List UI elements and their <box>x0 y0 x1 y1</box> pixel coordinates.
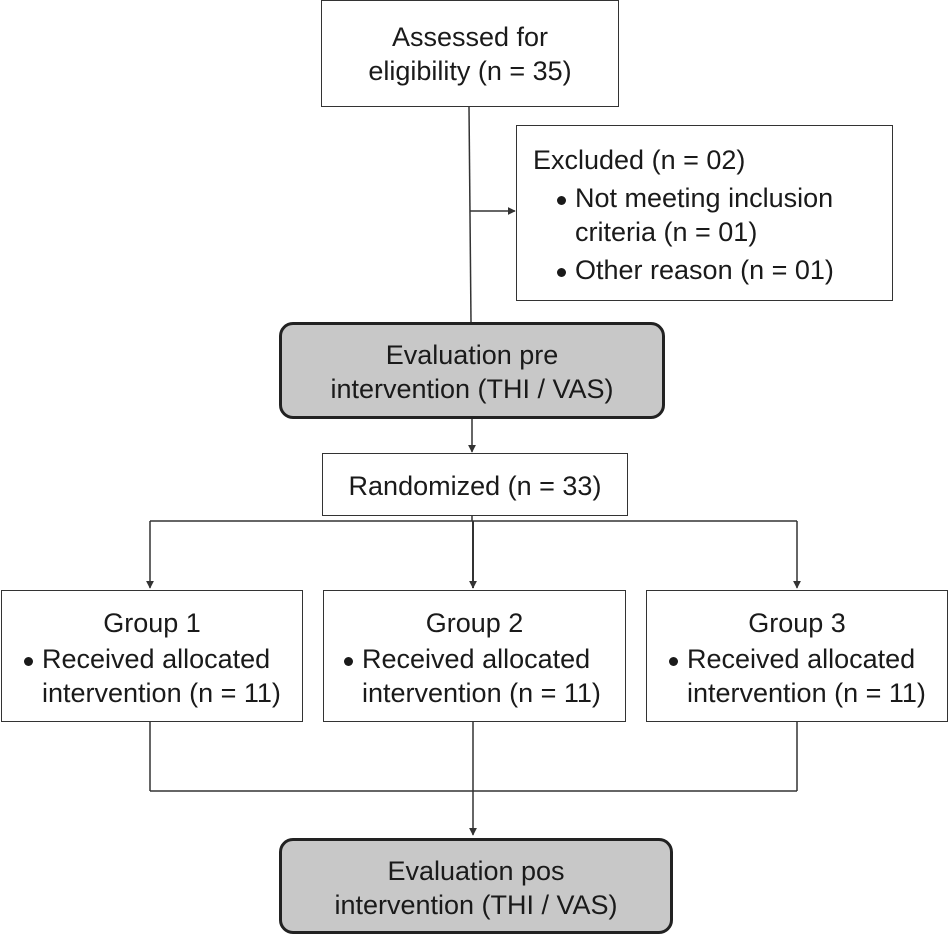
group-item-line2: intervention (n = 11) <box>687 678 926 708</box>
group-box-1: Group 1 Received allocated intervention … <box>1 590 303 722</box>
group-title: Group 2 <box>425 608 524 638</box>
excluded-item-line1: Other reason (n = 01) <box>575 255 834 285</box>
assessed-box: Assessed for eligibility (n = 35) <box>321 0 619 107</box>
group-title: Group 3 <box>748 608 846 638</box>
group-item-line2: intervention (n = 11) <box>42 678 281 708</box>
excluded-item: Other reason (n = 01) <box>553 253 892 287</box>
group-item-line1: Received allocated <box>42 644 271 674</box>
randomized-label: Randomized (n = 33) <box>348 471 602 501</box>
excluded-title: Excluded (n = 02) <box>533 145 746 175</box>
pre-evaluation-line1: Evaluation pre <box>385 340 559 370</box>
group-item-line2: intervention (n = 11) <box>362 678 601 708</box>
assessed-line1: Assessed for <box>391 22 549 52</box>
connector-assessed-to-pre <box>468 106 472 323</box>
bullet-icon <box>344 657 353 666</box>
bullet-icon <box>557 196 566 205</box>
excluded-item: Not meeting inclusion criteria (n = 01) <box>553 181 892 249</box>
group-box-2: Group 2 Received allocated intervention … <box>323 590 626 722</box>
randomized-box: Randomized (n = 33) <box>322 453 628 516</box>
pre-evaluation-box: Evaluation pre intervention (THI / VAS) <box>279 322 665 419</box>
group-item-line1: Received allocated <box>687 644 916 674</box>
group-item: Received allocated intervention (n = 11) <box>340 642 625 710</box>
bullet-icon <box>24 657 33 666</box>
excluded-item-line1: Not meeting inclusion <box>575 183 834 213</box>
post-evaluation-box: Evaluation pos intervention (THI / VAS) <box>279 838 673 934</box>
pre-evaluation-line2: intervention (THI / VAS) <box>330 374 614 404</box>
group-box-3: Group 3 Received allocated intervention … <box>646 590 948 722</box>
excluded-item-line2: criteria (n = 01) <box>575 217 758 247</box>
excluded-box: Excluded (n = 02) Not meeting inclusion … <box>516 125 893 301</box>
group-item: Received allocated intervention (n = 11) <box>20 642 302 710</box>
group-title: Group 1 <box>103 608 201 638</box>
assessed-line2: eligibility (n = 35) <box>368 56 572 86</box>
post-evaluation-line1: Evaluation pos <box>387 856 565 886</box>
bullet-icon <box>557 268 566 277</box>
group-item: Received allocated intervention (n = 11) <box>665 642 947 710</box>
group-item-line1: Received allocated <box>362 644 591 674</box>
post-evaluation-line2: intervention (THI / VAS) <box>334 890 618 920</box>
bullet-icon <box>669 657 678 666</box>
